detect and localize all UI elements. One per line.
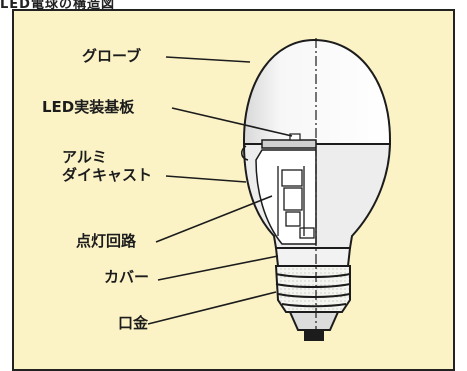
leader-base <box>147 291 277 325</box>
leader-led <box>171 107 293 137</box>
label-base: 口金 <box>118 314 149 332</box>
leader-cover <box>157 255 279 281</box>
label-cover: カバー <box>104 268 150 286</box>
globe-shape <box>243 38 391 145</box>
leader-lines <box>147 56 293 325</box>
label-globe: グローブ <box>82 47 142 65</box>
label-led-board: LED実装基板 <box>42 98 135 116</box>
base-shape <box>274 265 351 341</box>
globe-clip <box>241 145 249 161</box>
circuit-shape <box>277 166 315 239</box>
led-chip <box>289 133 301 141</box>
leader-aluminum <box>165 175 247 183</box>
leader-circuit <box>155 195 273 243</box>
label-aluminum-diecast: アルミ ダイキャスト <box>62 148 153 184</box>
leader-globe <box>165 56 251 63</box>
led-board-shape <box>261 139 317 149</box>
label-circuit: 点灯回路 <box>76 232 137 250</box>
cover-shape <box>274 247 352 267</box>
